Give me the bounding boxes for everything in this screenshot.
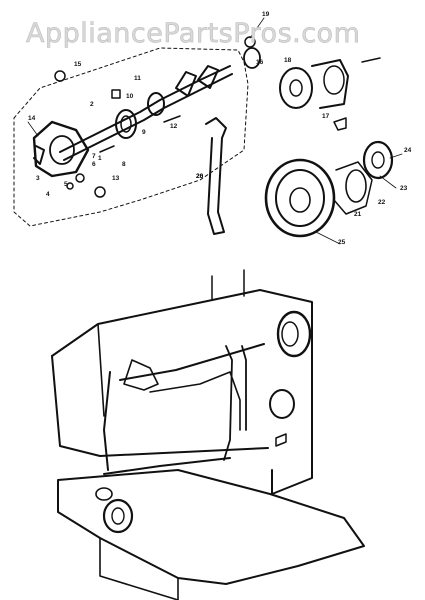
main-shaft-assembly bbox=[32, 65, 233, 198]
callout-20: 20 bbox=[196, 173, 204, 180]
sewing-machine-body bbox=[51, 269, 365, 600]
watermark-text: AppliancePartsPros.com bbox=[26, 18, 361, 50]
callout-3: 3 bbox=[36, 175, 40, 182]
callout-9: 9 bbox=[142, 129, 146, 136]
callout-26: 26 bbox=[196, 173, 204, 180]
callout-24: 24 bbox=[404, 147, 412, 154]
callout-25: 25 bbox=[338, 239, 346, 246]
leader-lines bbox=[27, 17, 403, 245]
callout-4: 4 bbox=[46, 191, 50, 198]
callout-7: 7 bbox=[92, 153, 96, 160]
callout-13: 13 bbox=[112, 175, 120, 182]
callout-5: 5 bbox=[64, 181, 68, 188]
callout-1: 1 bbox=[98, 155, 102, 162]
upper-right-parts bbox=[243, 36, 381, 131]
callout-23: 23 bbox=[400, 185, 408, 192]
exploded-assembly-outline bbox=[13, 47, 249, 227]
callout-18: 18 bbox=[284, 57, 292, 64]
callout-2: 2 bbox=[90, 101, 94, 108]
callout-17: 17 bbox=[322, 113, 330, 120]
callout-8: 8 bbox=[122, 161, 126, 168]
callout-21: 21 bbox=[354, 211, 362, 218]
callout-labels: 1 2 3 4 5 6 7 8 9 10 11 12 13 14 15 16 1… bbox=[28, 11, 412, 246]
connecting-rod bbox=[205, 117, 227, 235]
callout-19: 19 bbox=[262, 11, 270, 18]
callout-12: 12 bbox=[170, 123, 178, 130]
handwheel-assembly bbox=[264, 140, 394, 238]
callout-6: 6 bbox=[92, 161, 96, 168]
callout-16: 16 bbox=[256, 59, 264, 66]
callout-22: 22 bbox=[378, 199, 386, 206]
callout-14: 14 bbox=[28, 115, 36, 122]
callout-10: 10 bbox=[126, 93, 134, 100]
callout-15: 15 bbox=[74, 61, 82, 68]
callout-11: 11 bbox=[134, 75, 141, 82]
